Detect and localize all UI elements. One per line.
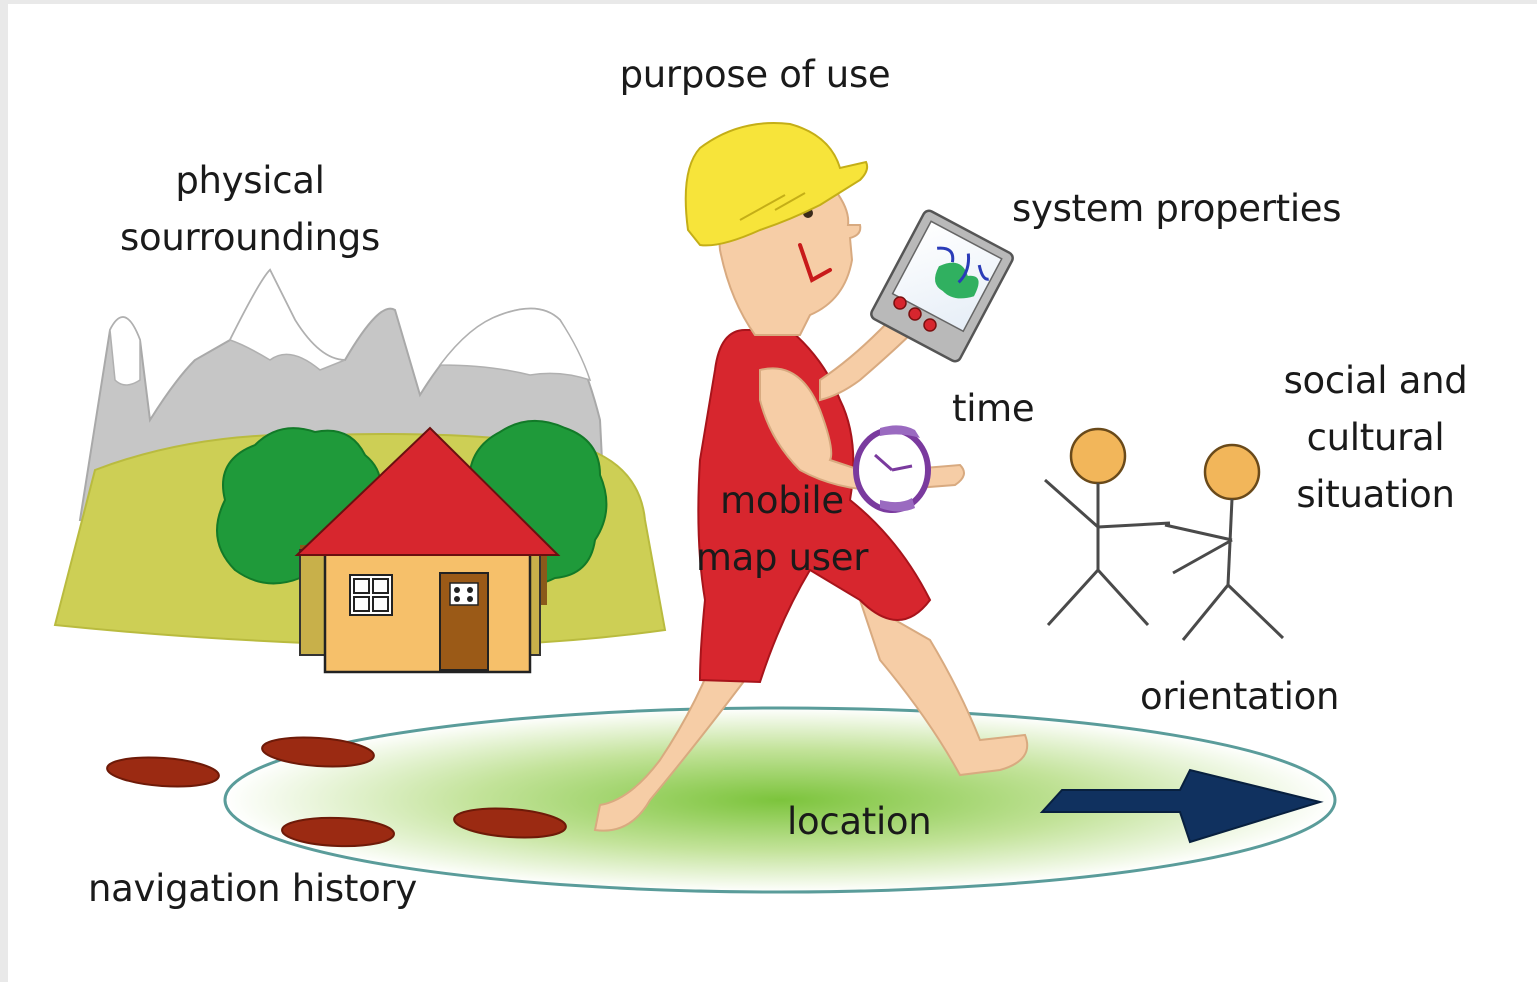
label-system-properties: system properties	[1012, 187, 1342, 230]
label-social-cultural-situation: social and cultural situation	[1283, 359, 1468, 516]
label-mobile-map-user: mobile map user	[695, 479, 869, 579]
label-navigation-history: navigation history	[88, 867, 417, 910]
window-icon	[349, 574, 393, 616]
direction-arrow-icon	[1039, 768, 1324, 844]
house-icon	[294, 426, 561, 674]
label-physical-surroundings: physical sourroundings	[120, 159, 380, 259]
door-icon	[439, 572, 489, 671]
footprint-icon	[106, 736, 567, 848]
label-purpose-of-use: purpose of use	[619, 53, 891, 96]
label-location: location	[787, 800, 932, 843]
clock-icon	[853, 425, 931, 513]
label-orientation: orientation	[1140, 675, 1340, 718]
hard-hat-icon	[684, 122, 869, 247]
stick-figure-icon	[1044, 427, 1171, 627]
location-ring	[223, 706, 1337, 894]
stick-figure-icon	[1164, 443, 1285, 641]
mobile-device-icon	[870, 209, 1014, 363]
label-time: time	[952, 387, 1035, 430]
